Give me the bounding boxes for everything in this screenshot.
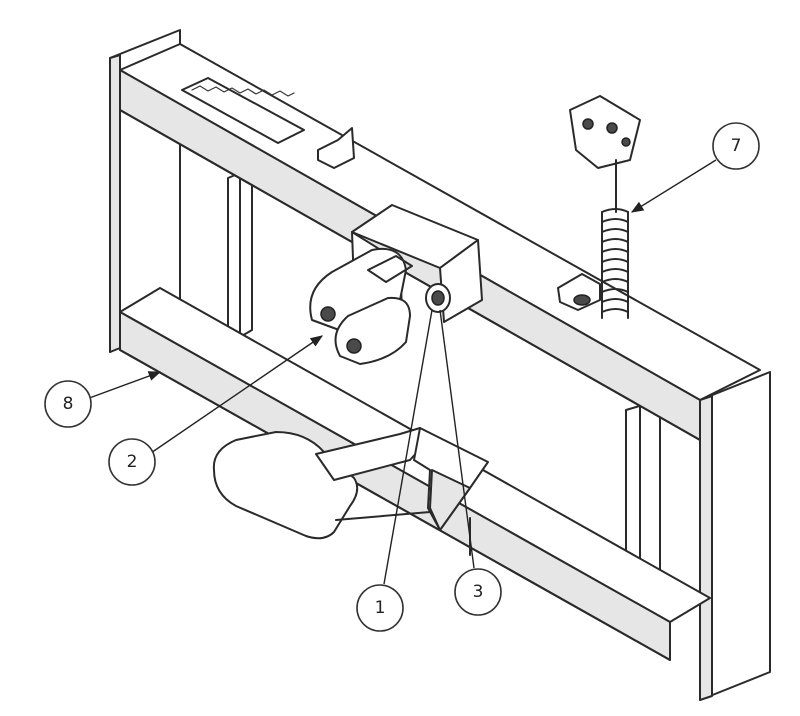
callout-7: 7 xyxy=(712,122,760,170)
callout-2-label: 2 xyxy=(127,452,138,472)
leader-1 xyxy=(383,309,433,585)
spring-latch xyxy=(557,95,641,319)
right-side-plate xyxy=(699,371,771,701)
latch-hook-assembly xyxy=(309,204,483,365)
leader-lines xyxy=(83,159,717,585)
callout-1: 1 xyxy=(356,584,404,632)
callout-8-label: 8 xyxy=(63,394,74,414)
foot-pedal xyxy=(212,427,489,540)
leader-3 xyxy=(439,309,475,569)
leader-2 xyxy=(147,335,324,456)
callout-8: 8 xyxy=(44,380,92,428)
callout-1-label: 1 xyxy=(375,598,386,618)
leader-8 xyxy=(83,371,162,401)
callout-3-label: 3 xyxy=(473,582,484,602)
top-bracket xyxy=(317,127,355,169)
callout-3: 3 xyxy=(454,568,502,616)
callout-2: 2 xyxy=(108,438,156,486)
pin xyxy=(425,283,451,313)
leader-7 xyxy=(630,159,717,213)
grab-handle xyxy=(181,77,305,144)
left-upright xyxy=(227,167,253,345)
callout-7-label: 7 xyxy=(731,136,742,156)
